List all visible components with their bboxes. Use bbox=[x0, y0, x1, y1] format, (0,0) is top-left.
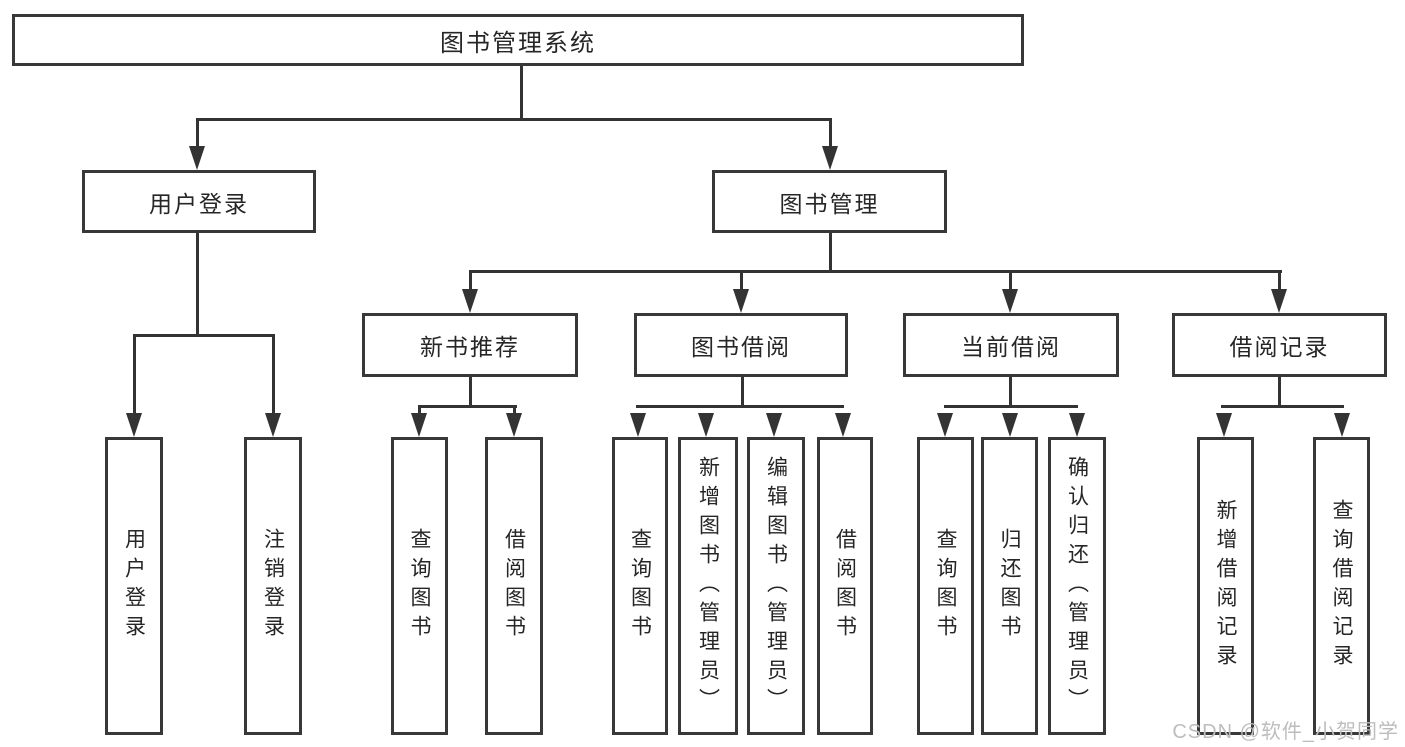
node-book-borrowing: 图书借阅 bbox=[634, 313, 848, 377]
connector-segment bbox=[1009, 270, 1012, 295]
connector-segment bbox=[272, 334, 275, 415]
connector-segment bbox=[1009, 377, 1012, 407]
leaf-logout: 注销登录 bbox=[244, 437, 302, 735]
connector-segment bbox=[1278, 270, 1281, 295]
node-user-login: 用户登录 bbox=[82, 170, 316, 233]
connector-segment bbox=[1278, 377, 1281, 407]
arrow-down-icon bbox=[265, 413, 281, 437]
connector-segment bbox=[469, 377, 472, 407]
connector-segment bbox=[636, 405, 844, 408]
leaf-query-books-borrowing: 查询图书 bbox=[612, 437, 668, 735]
connector-segment bbox=[741, 377, 744, 407]
leaf-borrow-books: 借阅图书 bbox=[817, 437, 873, 735]
leaf-borrow-books-recommend: 借阅图书 bbox=[485, 437, 543, 735]
connector-segment bbox=[740, 270, 743, 295]
leaf-label: 借阅图书 bbox=[502, 528, 526, 644]
arrow-down-icon bbox=[630, 413, 646, 437]
leaf-add-borrow-record: 新增借阅记录 bbox=[1197, 437, 1254, 735]
leaf-label: 查询图书 bbox=[934, 528, 957, 644]
arrow-down-icon bbox=[1334, 413, 1350, 437]
arrow-down-icon bbox=[1069, 413, 1085, 437]
connector-segment bbox=[829, 233, 832, 272]
connector-segment bbox=[133, 334, 136, 415]
arrow-down-icon bbox=[766, 413, 782, 437]
connector-segment bbox=[196, 233, 199, 336]
connector-segment bbox=[469, 270, 472, 295]
connector-segment bbox=[1221, 405, 1344, 408]
arrow-down-icon bbox=[822, 146, 838, 170]
arrow-down-icon bbox=[126, 413, 142, 437]
node-library-system: 图书管理系统 bbox=[12, 14, 1024, 66]
node-borrowing-records: 借阅记录 bbox=[1172, 313, 1387, 377]
arrow-down-icon bbox=[1002, 413, 1018, 437]
leaf-user-login: 用户登录 bbox=[105, 437, 163, 735]
arrow-down-icon bbox=[462, 289, 478, 313]
node-label: 用户登录 bbox=[149, 190, 249, 217]
leaf-label: 归还图书 bbox=[998, 528, 1021, 644]
leaf-query-books-recommend: 查询图书 bbox=[391, 437, 448, 735]
connector-segment bbox=[944, 405, 1078, 408]
node-new-book-recommend: 新书推荐 bbox=[362, 313, 578, 377]
leaf-return-books: 归还图书 bbox=[981, 437, 1038, 735]
leaf-add-books-admin: 新增图书（管理员） bbox=[678, 437, 738, 735]
leaf-label: 新增图书（管理员） bbox=[696, 455, 720, 717]
connector-segment bbox=[520, 66, 523, 120]
leaf-label: 查询图书 bbox=[628, 528, 652, 644]
leaf-label: 注销登录 bbox=[261, 528, 285, 644]
connector-segment bbox=[418, 405, 421, 417]
connector-segment bbox=[196, 118, 832, 121]
leaf-label: 借阅图书 bbox=[833, 528, 857, 644]
node-label: 借阅记录 bbox=[1229, 334, 1330, 360]
arrow-down-icon bbox=[189, 146, 205, 170]
leaf-label: 查询图书 bbox=[408, 528, 431, 644]
connector-segment bbox=[133, 334, 274, 337]
node-label: 图书管理系统 bbox=[440, 29, 596, 57]
node-book-management: 图书管理 bbox=[712, 170, 947, 233]
arrow-down-icon bbox=[698, 413, 714, 437]
arrow-down-icon bbox=[1002, 289, 1018, 313]
node-label: 图书管理 bbox=[779, 190, 880, 217]
arrow-down-icon bbox=[506, 413, 522, 437]
leaf-label: 编辑图书（管理员） bbox=[764, 455, 788, 717]
arrow-down-icon bbox=[835, 413, 851, 437]
connector-segment bbox=[469, 270, 1282, 273]
connector-segment bbox=[829, 118, 832, 152]
leaf-label: 查询借阅记录 bbox=[1330, 499, 1353, 673]
watermark: CSDN @软件_小贺同学 bbox=[1172, 721, 1399, 743]
node-current-borrowing: 当前借阅 bbox=[903, 313, 1119, 377]
arrow-down-icon bbox=[1271, 289, 1287, 313]
arrow-down-icon bbox=[733, 289, 749, 313]
leaf-label: 用户登录 bbox=[122, 528, 146, 644]
connector-segment bbox=[513, 405, 516, 417]
leaf-label: 确认归还（管理员） bbox=[1065, 455, 1089, 717]
leaf-edit-books-admin: 编辑图书（管理员） bbox=[747, 437, 805, 735]
arrow-down-icon bbox=[937, 413, 953, 437]
leaf-confirm-return-admin: 确认归还（管理员） bbox=[1048, 437, 1106, 735]
node-label: 新书推荐 bbox=[420, 334, 520, 360]
arrow-down-icon bbox=[411, 413, 427, 437]
leaf-label: 新增借阅记录 bbox=[1214, 499, 1237, 673]
leaf-query-borrow-record: 查询借阅记录 bbox=[1313, 437, 1370, 735]
arrow-down-icon bbox=[1216, 413, 1232, 437]
leaf-query-books-current: 查询图书 bbox=[917, 437, 974, 735]
connector-segment bbox=[196, 118, 199, 152]
node-label: 当前借阅 bbox=[961, 334, 1061, 360]
connector-segment bbox=[418, 405, 517, 408]
node-label: 图书借阅 bbox=[691, 334, 791, 360]
